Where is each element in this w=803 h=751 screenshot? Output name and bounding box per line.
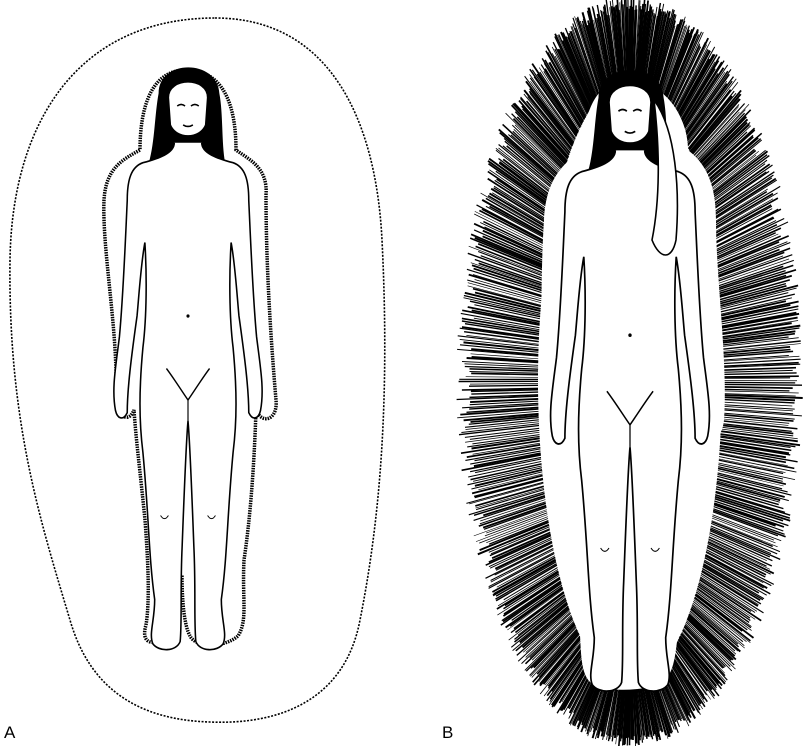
aura-ray (462, 455, 541, 470)
aura-ray (470, 384, 538, 385)
aura-ray (722, 387, 793, 388)
aura-ray (722, 373, 797, 375)
aura-ray (722, 370, 793, 372)
aura-ray (722, 384, 802, 385)
aura-ray (471, 392, 538, 394)
aura-ray (722, 389, 789, 391)
aura-ray (722, 376, 799, 377)
panel-a (10, 18, 385, 722)
aura-ray (722, 382, 795, 383)
panel-label-b: B (442, 724, 453, 741)
aura-ray (471, 373, 538, 374)
aura-ray (469, 385, 538, 386)
aura-ray (461, 424, 539, 433)
aura-ray (466, 377, 538, 378)
human-figure-a (114, 67, 262, 649)
panel-label-a: A (4, 724, 15, 741)
aura-ray (722, 368, 796, 371)
panel-b (457, 0, 803, 746)
